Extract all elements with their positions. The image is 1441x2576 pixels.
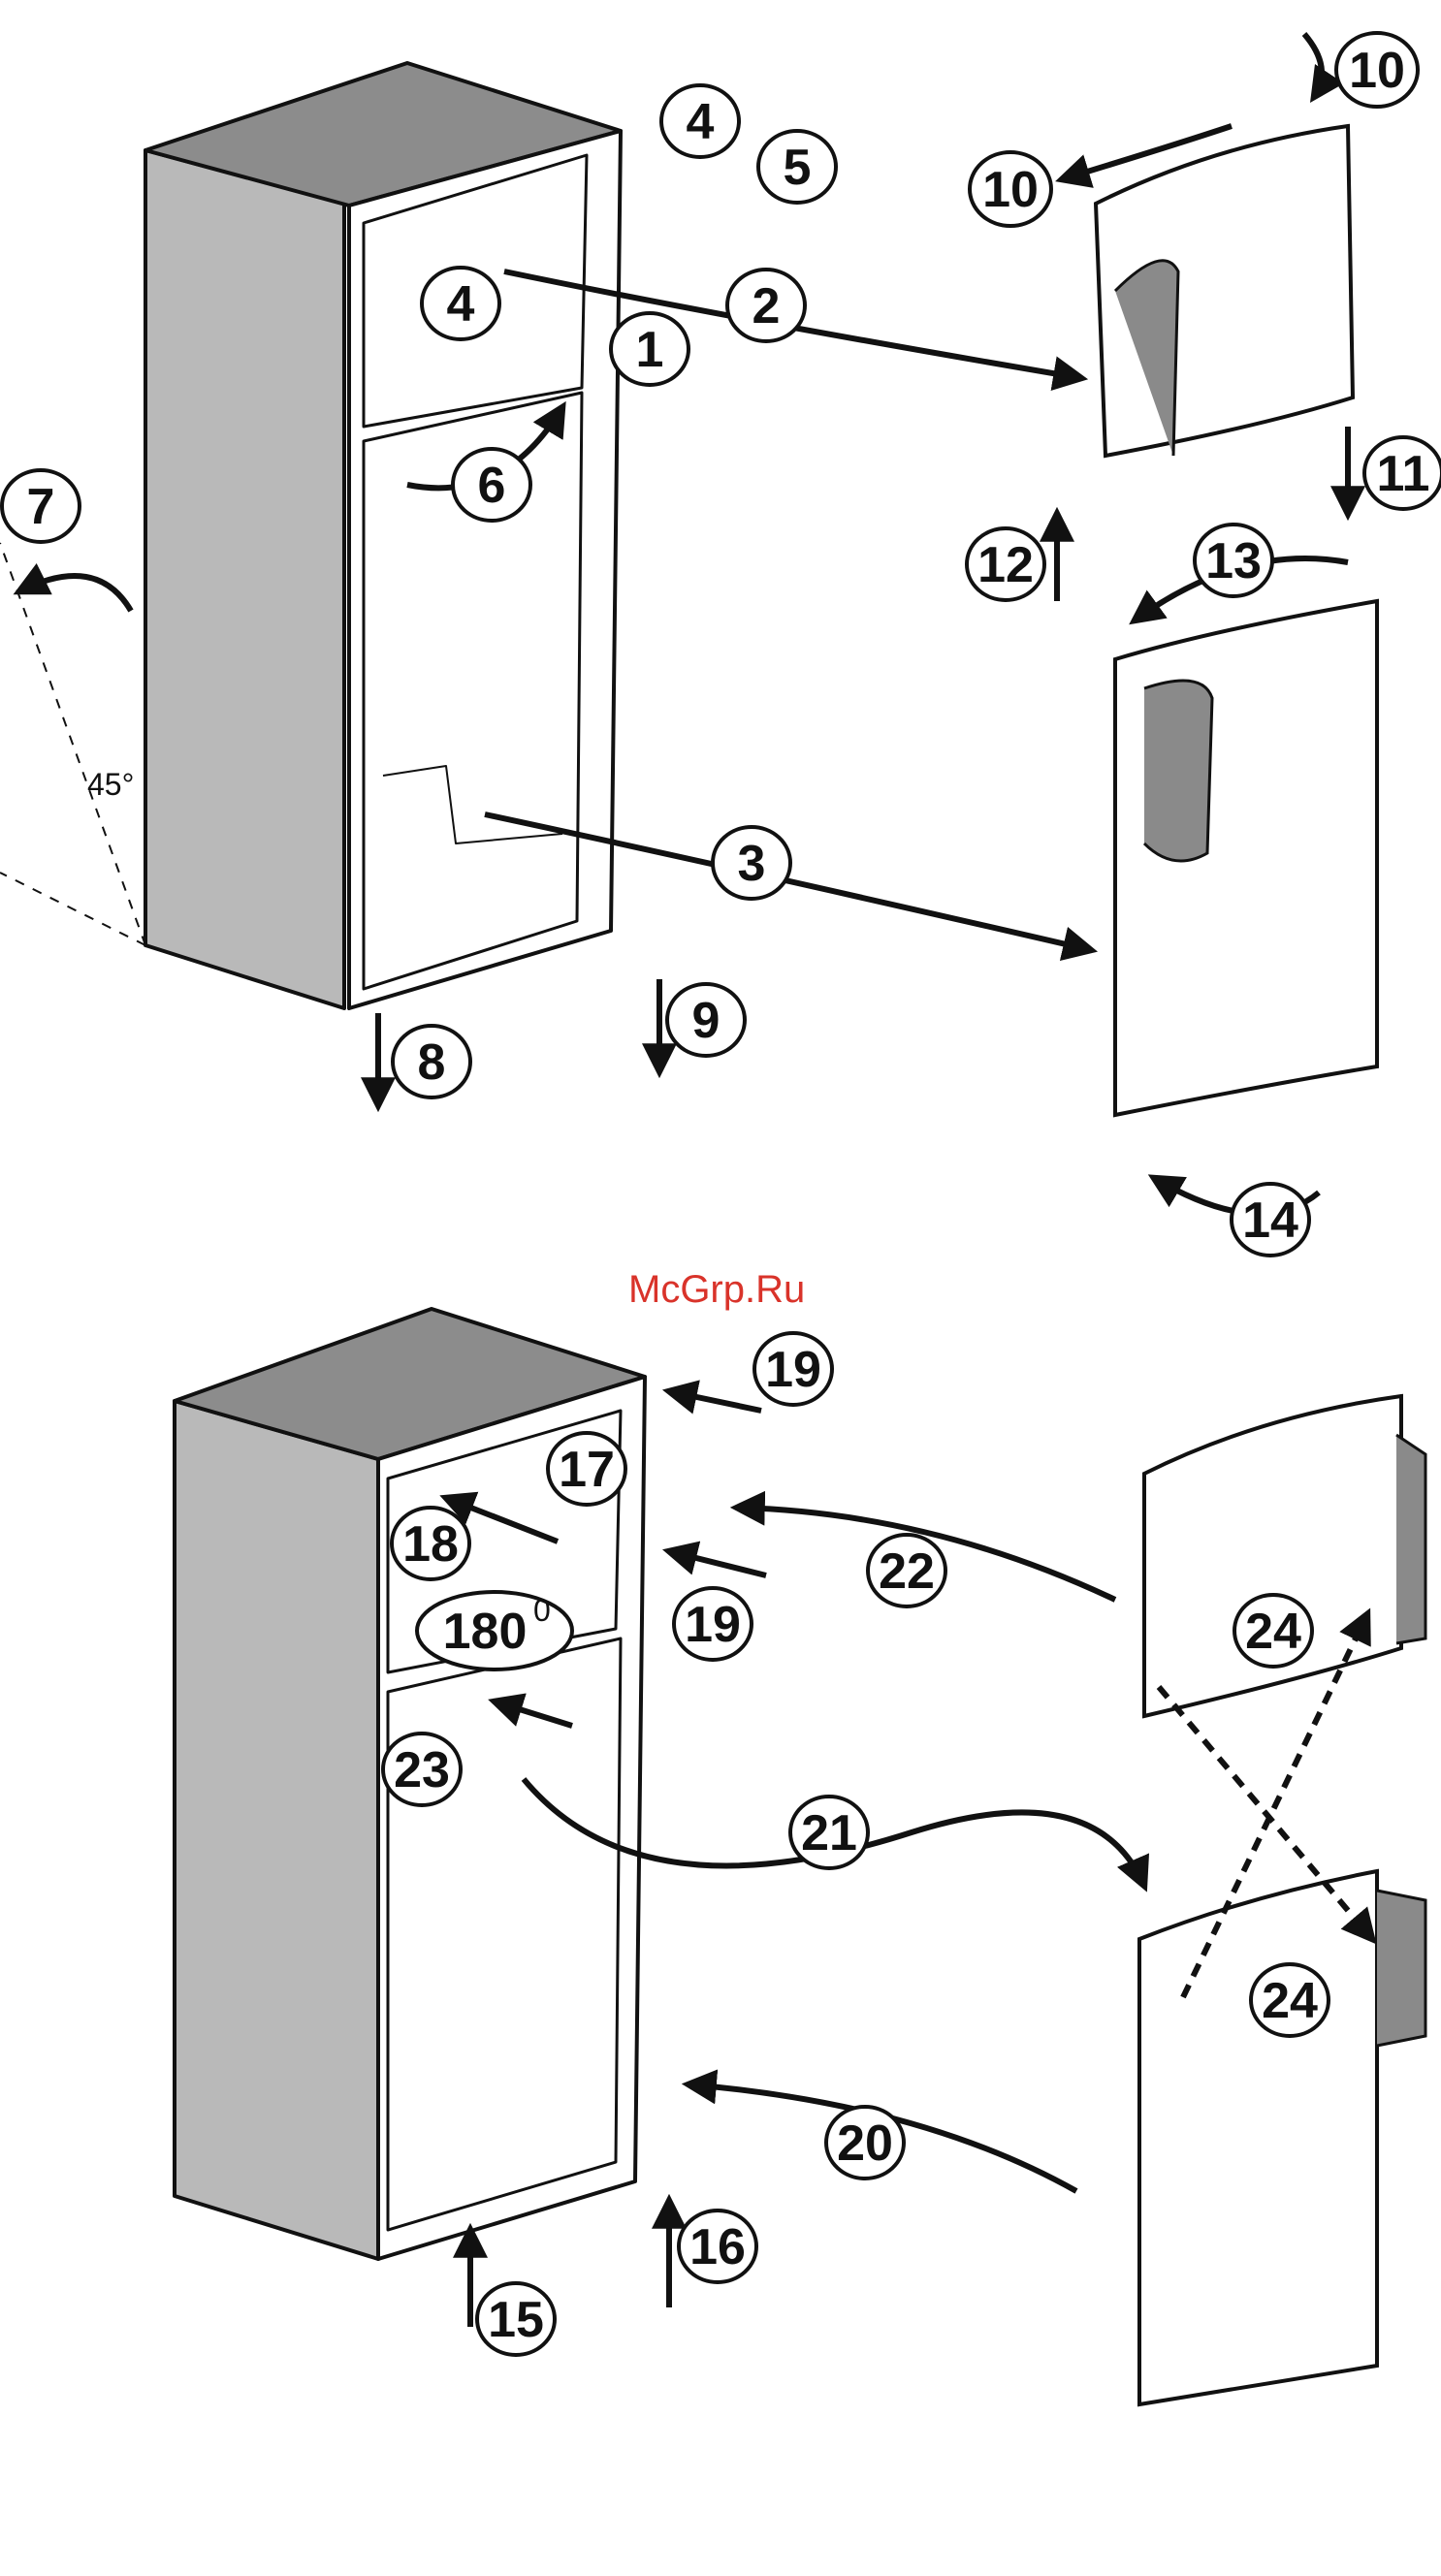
rotation-unit: 0: [533, 1593, 551, 1628]
step-11: 11: [1364, 437, 1441, 509]
step-10b: 10: [1336, 33, 1418, 107]
rotation-label: 180: [443, 1604, 528, 1660]
fridge-door-bottom: [1139, 1871, 1425, 2404]
freezer-door-bottom: [1144, 1396, 1425, 1716]
svg-text:13: 13: [1205, 533, 1262, 589]
step-24a: 24: [1234, 1595, 1312, 1667]
svg-text:7: 7: [27, 479, 55, 535]
svg-text:4: 4: [687, 94, 715, 150]
freezer-door-top: [1096, 126, 1353, 456]
svg-text:24: 24: [1262, 1973, 1318, 2029]
step-6: 6: [453, 449, 530, 521]
step-9: 9: [667, 984, 745, 1056]
svg-text:16: 16: [689, 2219, 746, 2275]
svg-text:20: 20: [837, 2115, 893, 2172]
step-20: 20: [826, 2107, 904, 2178]
angle-label: 45°: [87, 767, 134, 802]
svg-text:6: 6: [478, 458, 506, 514]
svg-text:4: 4: [447, 276, 475, 333]
svg-text:3: 3: [738, 836, 766, 892]
fridge-door-top: [1115, 601, 1377, 1115]
step-22: 22: [868, 1535, 945, 1606]
step-24b: 24: [1251, 1964, 1329, 2036]
rotation-callout: 180 0: [417, 1592, 572, 1670]
svg-text:8: 8: [418, 1034, 446, 1091]
step-12: 12: [967, 528, 1044, 600]
step-7: 7: [2, 470, 80, 542]
svg-text:9: 9: [692, 993, 720, 1049]
svg-text:14: 14: [1242, 1193, 1298, 1249]
step-14: 14: [1232, 1184, 1309, 1256]
step-21: 21: [790, 1797, 868, 1868]
step-5: 5: [758, 131, 836, 203]
step-13: 13: [1195, 525, 1272, 596]
svg-text:11: 11: [1377, 446, 1430, 502]
step-23: 23: [383, 1733, 461, 1805]
watermark: McGrp.Ru: [628, 1268, 805, 1311]
step-10a: 10: [970, 152, 1051, 226]
step-18: 18: [392, 1508, 469, 1579]
svg-text:19: 19: [765, 1342, 821, 1398]
step-19b: 19: [674, 1588, 752, 1660]
step-3: 3: [713, 827, 790, 899]
step-1: 1: [611, 313, 688, 385]
svg-text:24: 24: [1245, 1604, 1301, 1660]
step-16: 16: [679, 2210, 756, 2282]
svg-text:10: 10: [1349, 43, 1405, 99]
svg-text:2: 2: [753, 278, 781, 334]
svg-text:15: 15: [488, 2292, 544, 2348]
svg-text:21: 21: [801, 1805, 857, 1861]
svg-text:12: 12: [977, 537, 1034, 593]
fridge-cabinet-top: [145, 63, 621, 1008]
svg-text:17: 17: [559, 1442, 615, 1498]
svg-text:18: 18: [402, 1516, 459, 1573]
svg-text:23: 23: [394, 1742, 450, 1798]
svg-text:19: 19: [685, 1597, 741, 1653]
step-8: 8: [393, 1026, 470, 1097]
step-17: 17: [548, 1433, 625, 1505]
step-4a: 4: [661, 85, 739, 157]
svg-text:1: 1: [636, 322, 664, 378]
svg-text:10: 10: [982, 162, 1039, 218]
step-2: 2: [727, 270, 805, 341]
svg-text:5: 5: [784, 140, 812, 196]
step-15: 15: [477, 2283, 555, 2355]
step-19a: 19: [754, 1333, 832, 1405]
svg-text:22: 22: [879, 1543, 935, 1600]
step-4b: 4: [422, 268, 499, 339]
